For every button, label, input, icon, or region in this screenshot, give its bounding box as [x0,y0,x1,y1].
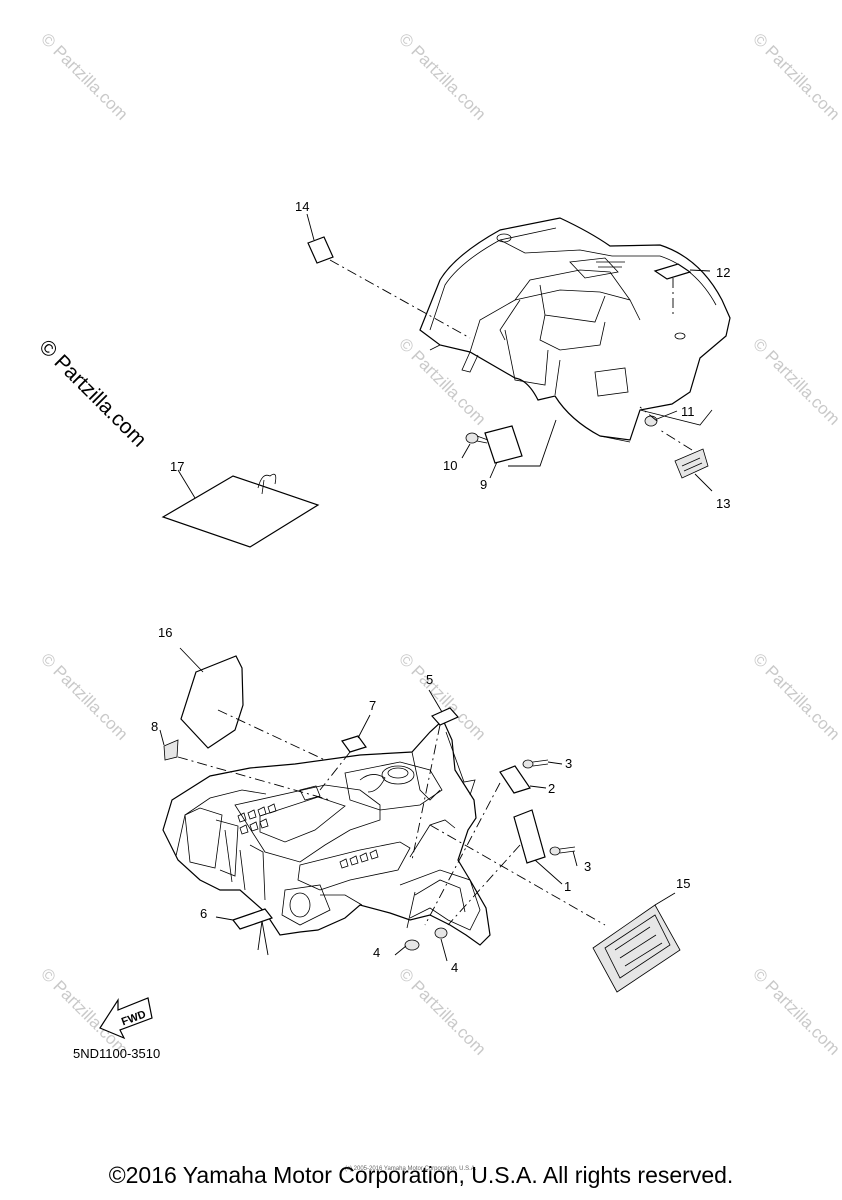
callout-4: 4 [373,945,380,960]
callout-17: 17 [170,459,184,474]
manual-17 [161,473,320,548]
watermark-prominent: © Partzilla.com [34,335,150,451]
plate-9 [484,425,523,464]
watermark-text: © Partzilla.com [395,29,489,123]
copyright-notice: ©2016 Yamaha Motor Corporation, U.S.A. A… [108,1162,734,1188]
watermark-text: © Partzilla.com [395,649,489,743]
watermark-text: © Partzilla.com [37,29,131,123]
watermark-text: © Partzilla.com [749,29,842,123]
label-5 [431,707,459,726]
bolt-3-upper [522,759,549,769]
small-copyright: (c) 2005-2016 Yamaha Motor Corporation, … [345,1166,477,1172]
watermark-text: © Partzilla.com [395,964,489,1058]
callout-5: 5 [426,672,433,687]
callout-12: 12 [716,265,730,280]
washer-4-left [404,939,420,951]
callout-7: 7 [369,698,376,713]
callout-1: 1 [564,879,571,894]
plate-2 [499,765,531,794]
callout-16: 16 [158,625,172,640]
watermark-text: © Partzilla.com [749,334,842,428]
plate-1 [513,809,546,864]
watermark-text: © Partzilla.com [749,649,842,743]
washer-4-right [434,927,448,939]
reflector-15 [592,904,681,993]
label-7 [341,735,367,753]
callout-11: 11 [681,404,695,419]
bolt-3-lower [549,846,576,856]
manual-16 [180,655,244,749]
label-12 [653,263,692,280]
label-14 [307,236,334,264]
callout-9: 9 [480,477,487,492]
watermark-group: © Partzilla.com © Partzilla.com © Partzi… [34,29,842,1058]
reflector-13 [674,448,709,479]
callout-6: 6 [200,906,207,921]
diagram-code: 5ND1100-3510 [73,1046,160,1061]
rear-fender [419,217,731,443]
watermark-text: © Partzilla.com [395,334,489,428]
callout-13: 13 [716,496,730,511]
watermark-text: © Partzilla.com [749,964,842,1058]
callout-14: 14 [295,199,309,214]
label-6 [232,908,273,930]
callout-8: 8 [151,719,158,734]
clip-8 [163,739,179,761]
callout-3: 3 [565,756,572,771]
callout-3: 3 [584,859,591,874]
callout-15: 15 [676,876,690,891]
front-fender [162,718,491,946]
callouts: 1 2 3 3 4 4 5 6 7 8 9 10 11 12 13 14 15 … [151,199,730,975]
watermark-text: © Partzilla.com [37,649,131,743]
callout-10: 10 [443,458,457,473]
callout-2: 2 [548,781,555,796]
washer-11 [644,415,658,427]
bolt-10 [465,432,489,444]
callout-4: 4 [451,960,458,975]
